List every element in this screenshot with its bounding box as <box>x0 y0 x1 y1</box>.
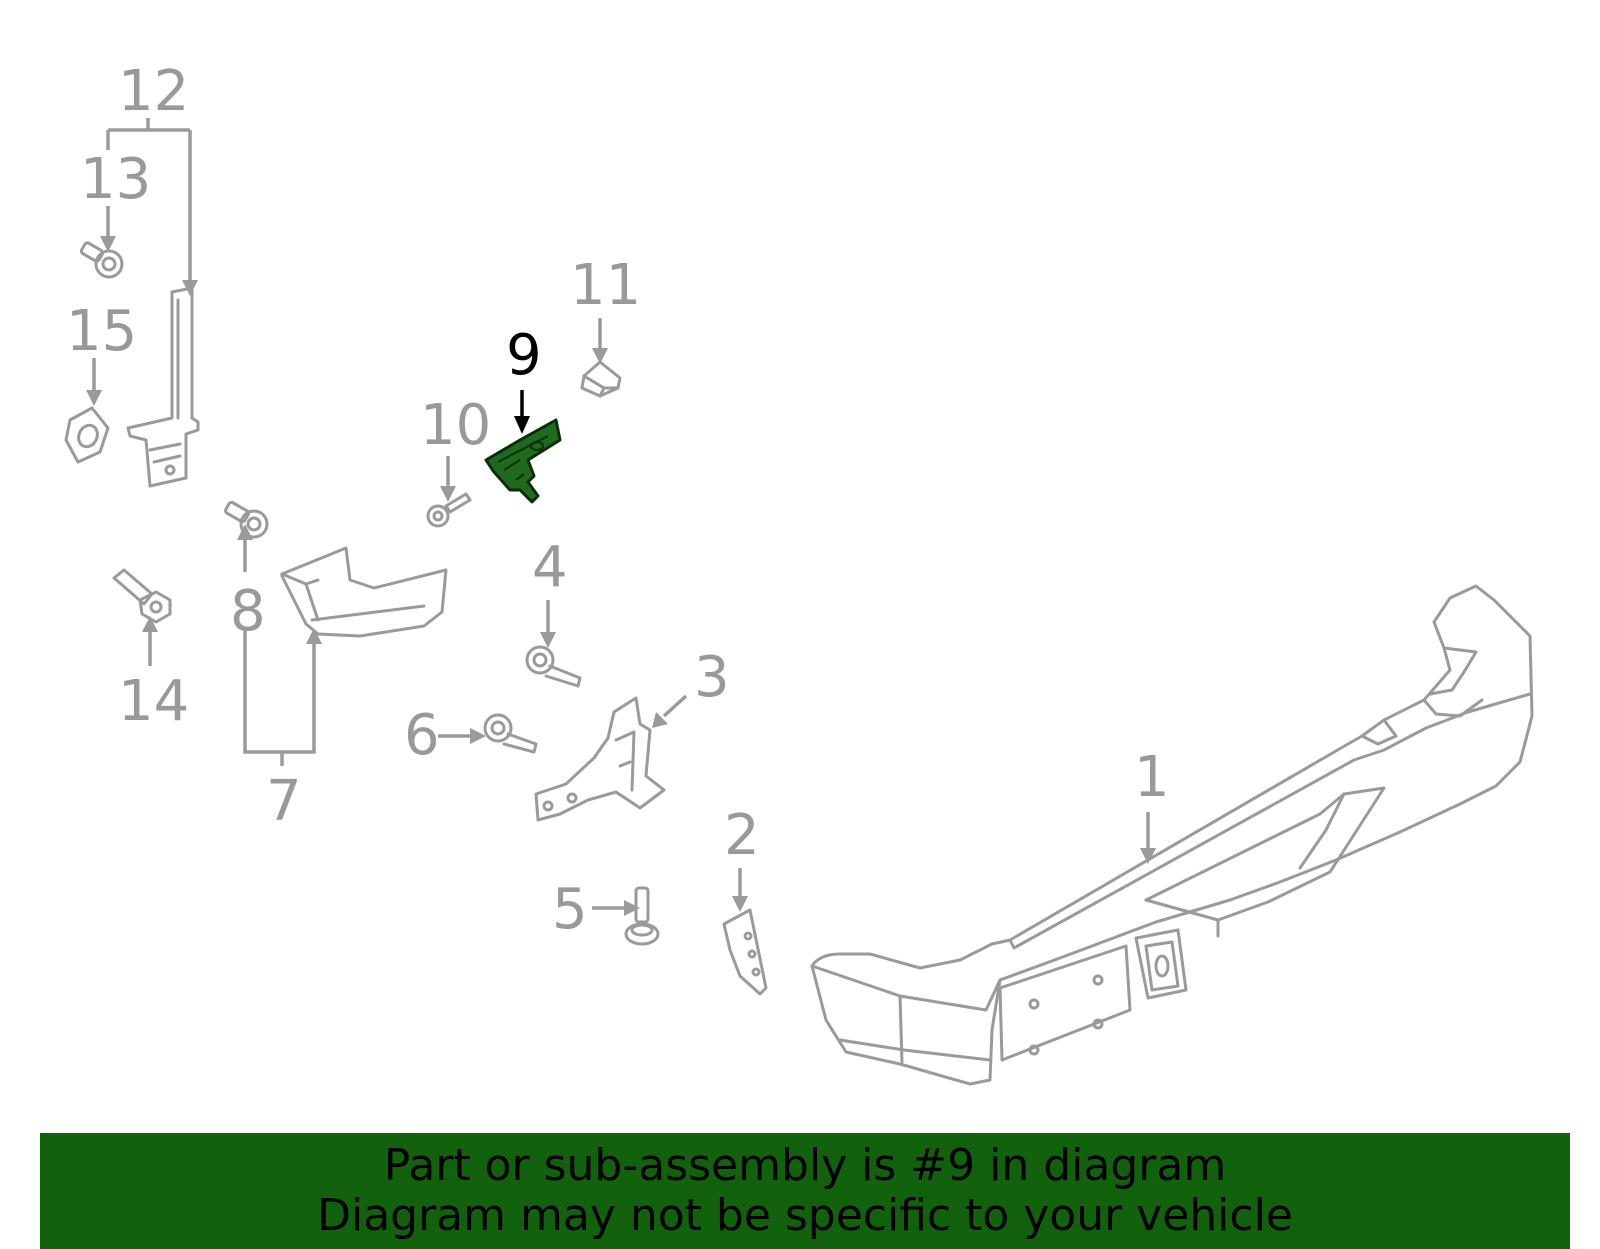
callout-5-arrow <box>624 900 640 916</box>
callout-10: 10 <box>420 393 491 458</box>
part-1-rear-bumper <box>810 584 1534 1086</box>
callout-3-arrow <box>652 712 668 728</box>
callout-12: 12 <box>118 59 189 124</box>
callout-7-bracket <box>243 630 316 754</box>
callout-8: 8 <box>230 579 266 644</box>
part-5-stud <box>624 886 660 946</box>
part-9-bracket-highlighted <box>484 418 562 504</box>
callout-14: 14 <box>118 669 189 734</box>
callout-12-leader <box>106 118 192 280</box>
part-4-bolt <box>525 645 582 688</box>
part-10-bolt <box>426 492 472 528</box>
callout-2: 2 <box>724 803 760 868</box>
part-12-molding <box>126 286 200 488</box>
callout-8-arrow <box>237 524 253 540</box>
part-2-bracket <box>722 908 768 996</box>
callout-6-arrow <box>470 728 486 744</box>
part-13-bolt <box>79 241 124 279</box>
callout-3: 3 <box>694 645 730 710</box>
callout-13: 13 <box>80 147 151 212</box>
callout-1: 1 <box>1134 745 1170 810</box>
callout-15-arrow <box>86 390 102 406</box>
parts-diagram: 12 13 15 11 9 10 <box>64 59 1534 1086</box>
part-7-end-cap <box>280 546 448 638</box>
callout-4-arrow <box>540 632 556 648</box>
part-8-bolt <box>224 500 269 539</box>
part-6-bolt <box>483 713 538 754</box>
callout-9: 9 <box>506 323 542 388</box>
callout-10-arrow <box>440 486 456 502</box>
callout-11: 11 <box>570 253 641 318</box>
callout-9-arrow <box>514 416 530 434</box>
callout-1-arrow <box>1140 848 1156 864</box>
part-11-clip <box>580 360 622 398</box>
callout-11-arrow <box>592 348 608 364</box>
callout-15: 15 <box>66 299 137 364</box>
callout-5: 5 <box>552 877 588 942</box>
callout-2-arrow <box>732 896 748 912</box>
part-15-clip <box>64 406 110 464</box>
part-3-bracket <box>534 696 666 822</box>
info-banner: Part or sub-assembly is #9 in diagram Di… <box>40 1133 1570 1249</box>
callout-13-arrow <box>100 236 116 252</box>
callout-4: 4 <box>532 535 568 600</box>
callout-7-arrow <box>306 628 322 644</box>
banner-line-1: Part or sub-assembly is #9 in diagram <box>383 1140 1227 1191</box>
callout-7: 7 <box>266 769 302 834</box>
banner-line-2: Diagram may not be specific to your vehi… <box>317 1190 1293 1241</box>
callout-14-arrow <box>142 616 158 632</box>
callout-6: 6 <box>404 703 440 768</box>
part-14-bolt <box>112 568 172 624</box>
callout-3-leader <box>662 694 688 718</box>
